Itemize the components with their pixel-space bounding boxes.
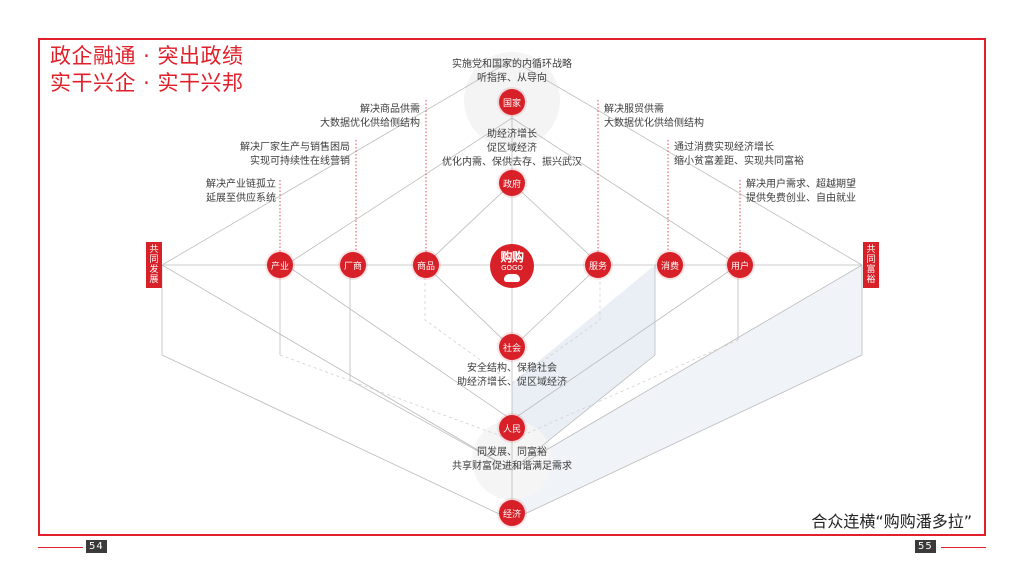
page-number-left: 54	[86, 540, 107, 553]
node-zhengfu: 政府	[499, 170, 525, 196]
annotation-shehui: 安全结构、保稳社会助经济增长、促区域经济	[457, 363, 567, 388]
annotation-fuwu: 解决服贸供需大数据优化供给侧结构	[604, 104, 704, 129]
page-frame	[38, 38, 986, 536]
annotation-renmin: 同发展、同富裕共享财富促进和谐满足需求	[452, 447, 572, 472]
node-guojia: 国家	[499, 89, 525, 115]
shaded-face-far-right	[512, 265, 862, 520]
annotation-yonghu: 解决用户需求、超越期望提供免费创业、自由就业	[746, 179, 856, 204]
page-rule-right	[941, 547, 986, 548]
node-shangpin: 商品	[413, 252, 439, 278]
gogo-logo: 购购 GOGO	[490, 244, 534, 288]
node-xiaofei: 消费	[657, 252, 683, 278]
shaded-face-right	[512, 265, 655, 470]
node-renmin: 人民	[499, 415, 525, 441]
annotation-middle: 助经济增长促区域经济优化内需、保供去存、振兴武汉	[442, 129, 582, 168]
mascot-face-icon	[504, 273, 520, 282]
slogan: 合众连横“购购潘多拉”	[811, 512, 972, 531]
page-number-right: 55	[915, 540, 936, 553]
annotation-xiaofei: 通过消费实现经济增长缩小贫富差距、实现共同富裕	[674, 142, 804, 167]
node-chanye: 产业	[267, 252, 293, 278]
side-tag-left: 共同发展	[146, 242, 162, 288]
node-yonghu: 用户	[727, 252, 753, 278]
node-shehui: 社会	[499, 334, 525, 360]
node-jingji: 经济	[499, 500, 525, 526]
side-tag-right: 共同富裕	[863, 242, 879, 288]
title-line-2: 实干兴企 · 实干兴邦	[50, 71, 244, 95]
node-changshang: 厂商	[340, 252, 366, 278]
title-line-1: 政企融通 · 突出政绩	[50, 44, 244, 68]
annotation-changshang: 解决厂家生产与销售困局实现可持续性在线营销	[240, 142, 350, 167]
annotation-shangpin: 解决商品供需大数据优化供给侧结构	[320, 104, 420, 129]
annotation-top: 实施党和国家的内循环战略听指挥、从导向	[452, 59, 572, 84]
node-fuwu: 服务	[585, 252, 611, 278]
page-rule-left	[38, 547, 83, 548]
annotation-chanye: 解决产业链孤立延展至供应系统	[206, 179, 276, 204]
